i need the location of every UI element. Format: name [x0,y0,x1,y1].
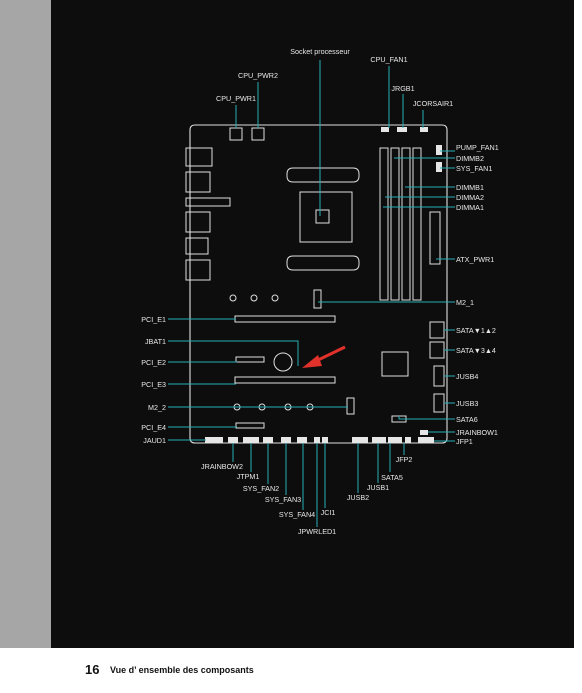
label-cpu-pwr2: CPU_PWR2 [238,71,278,80]
rear-io-ports [185,147,231,281]
label-pci-e2: PCI_E2 [141,358,166,367]
label-jusb2: JUSB2 [347,493,369,502]
label-jtpm1: JTPM1 [237,472,260,481]
label-pci-e4: PCI_E4 [141,423,166,432]
label-socket: Socket processeur [290,47,350,56]
page-title: Vue d’ ensemble des composants [110,665,254,675]
cmos-battery [273,352,293,372]
label-jrainbow1: JRAINBOW1 [456,428,498,437]
label-sys-fan1: SYS_FAN1 [456,164,492,173]
standoffs-top [229,294,279,302]
label-m2-1: M2_1 [456,298,474,307]
label-cpu-fan1: CPU_FAN1 [370,55,407,64]
label-jbat1: JBAT1 [145,337,166,346]
label-sys-fan2: SYS_FAN2 [243,484,279,493]
label-cpu-pwr1: CPU_PWR1 [216,94,256,103]
label-sata5: SATA5 [381,473,403,482]
label-pci-e3: PCI_E3 [141,380,166,389]
component-labels: Socket processeur CPU_PWR2 CPU_PWR1 CPU_… [141,47,499,536]
board-outline [189,124,448,444]
label-sata6: SATA6 [456,415,478,424]
pcie-slots [234,315,336,429]
label-jci1: JCI1 [321,508,336,517]
label-m2-2: M2_2 [148,403,166,412]
label-jusb4: JUSB4 [456,372,478,381]
label-jpwrled1: JPWRLED1 [298,527,336,536]
cpu-socket [286,167,360,271]
label-atx-pwr1: ATX_PWR1 [456,255,494,264]
cpu-power-connectors [229,127,265,141]
label-jusb3: JUSB3 [456,399,478,408]
atx-power-connector [429,211,441,265]
label-dimma1: DIMMA1 [456,203,484,212]
leader-lines [168,60,455,527]
page-gutter [0,0,51,693]
label-dimma2: DIMMA2 [456,193,484,202]
label-sys-fan3: SYS_FAN3 [265,495,301,504]
bottom-headers [205,127,442,443]
label-jrainbow2: JRAINBOW2 [201,462,243,471]
label-jcorsair1: JCORSAIR1 [413,99,453,108]
label-pump-fan1: PUMP_FAN1 [456,143,499,152]
label-jfp1: JFP1 [456,437,473,446]
label-sata34: SATA▼3▲4 [456,346,496,355]
label-jfp2: JFP2 [396,455,413,464]
label-pci-e1: PCI_E1 [141,315,166,324]
page-number: 16 [85,662,100,677]
diagram-panel [51,0,574,648]
label-sata12: SATA▼1▲2 [456,326,496,335]
m2-2-slot [346,397,355,415]
label-jusb1: JUSB1 [367,483,389,492]
page-footer [0,648,582,693]
label-sys-fan4: SYS_FAN4 [279,510,315,519]
label-jrgb1: JRGB1 [391,84,414,93]
label-dimmb2: DIMMB2 [456,154,484,163]
label-jaud1: JAUD1 [143,436,166,445]
red-arrow-indicator [302,345,346,368]
chipset [381,351,409,377]
right-headers [391,321,445,423]
dimm-slots [379,147,422,301]
m2-1-slot [313,289,322,309]
label-dimmb1: DIMMB1 [456,183,484,192]
